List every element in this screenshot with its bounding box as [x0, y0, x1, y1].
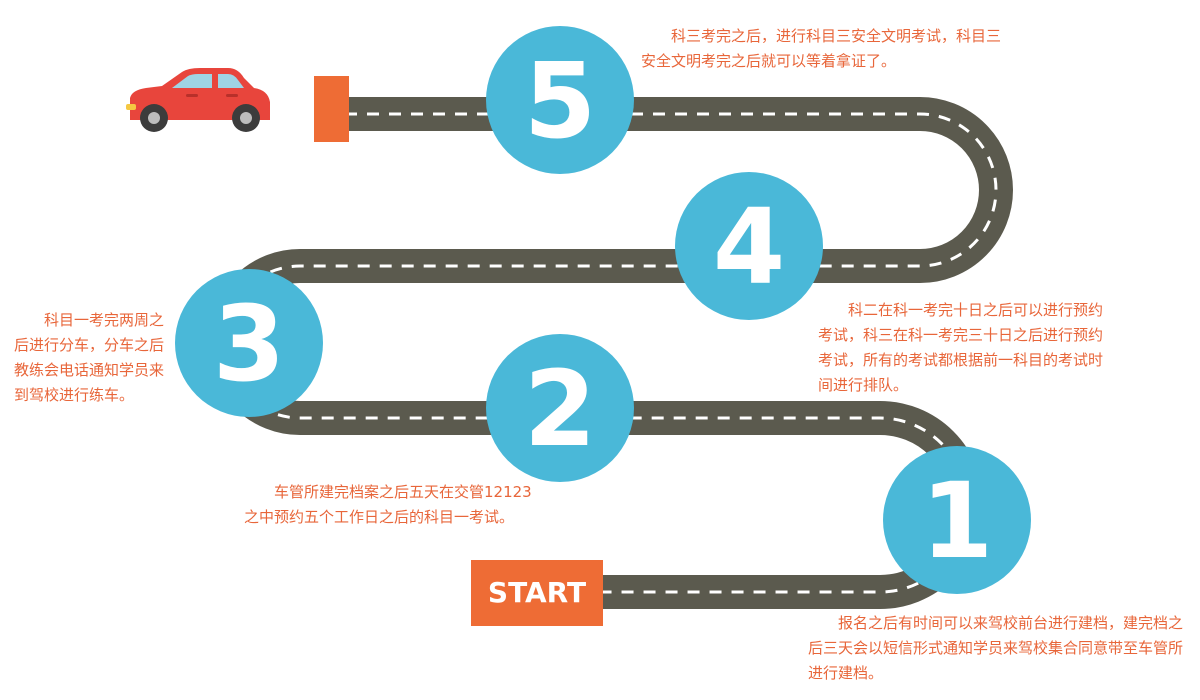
step-number-4: 4 — [713, 186, 785, 308]
finish-flag — [314, 76, 349, 142]
step-marker-1: 1 — [883, 446, 1031, 594]
step-number-2: 2 — [524, 348, 596, 470]
step-2-description: 车管所建完档案之后五天在交管12123之中预约五个工作日之后的科目一考试。 — [244, 483, 532, 526]
start-label: START — [488, 576, 586, 609]
start-badge: START — [471, 560, 603, 626]
step-4-description: 科二在科一考完十日之后可以进行预约考试，科三在科一考完三十日之后进行预约考试，所… — [818, 301, 1104, 394]
step-number-1: 1 — [921, 460, 993, 582]
car-icon — [126, 68, 270, 132]
step-number-3: 3 — [213, 283, 285, 405]
step-marker-4: 4 — [675, 172, 823, 320]
step-5-description: 科三考完之后，进行科目三安全文明考试，科目三安全文明考完之后就可以等着拿证了。 — [641, 27, 1002, 70]
step-number-5: 5 — [524, 40, 596, 162]
step-marker-2: 2 — [486, 334, 634, 482]
step-marker-3: 3 — [175, 269, 323, 417]
step-marker-5: 5 — [486, 26, 634, 174]
step-1-description: 报名之后有时间可以来驾校前台进行建档，建完档之后三天会以短信形式通知学员来驾校集… — [808, 614, 1184, 682]
step-3-description: 科目一考完两周之后进行分车，分车之后教练会电话通知学员来到驾校进行练车。 — [14, 311, 165, 404]
